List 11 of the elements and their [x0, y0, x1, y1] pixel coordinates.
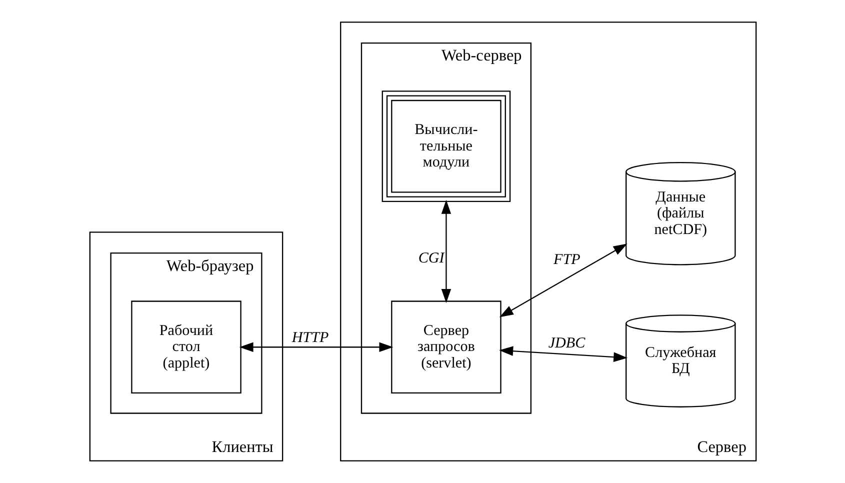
edge-label: HTTP — [291, 330, 328, 346]
arrow — [440, 200, 451, 303]
node-box: Рабочий стол (applet) — [130, 300, 241, 394]
edge-label: CGI — [418, 250, 444, 266]
edge-label: FTP — [553, 252, 580, 268]
node-box: Вычисли- тельные модули — [381, 90, 510, 202]
node-box: Сервер запросов (servlet) — [390, 300, 501, 394]
arrow — [238, 342, 393, 352]
arrow — [498, 346, 628, 362]
arrow — [498, 244, 627, 318]
edge-label: JDBC — [548, 336, 585, 352]
